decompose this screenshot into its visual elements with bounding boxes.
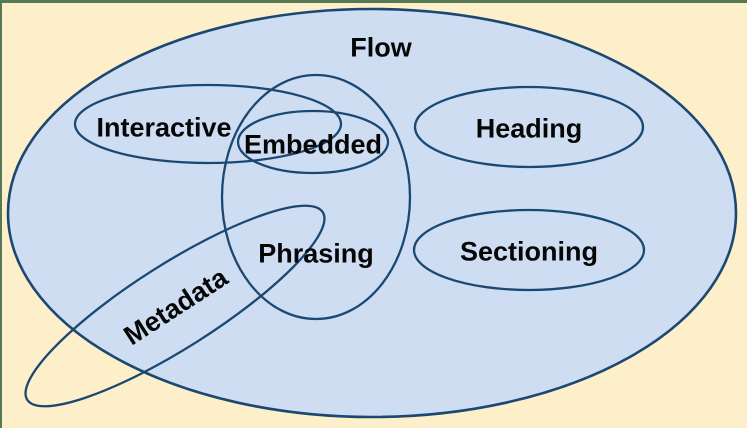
sectioning-set-ellipse	[412, 208, 646, 292]
label-phrasing: Phrasing	[258, 238, 374, 269]
label-embedded: Embedded	[243, 129, 383, 160]
label-interactive: Interactive	[96, 112, 232, 143]
label-sectioning: Sectioning	[459, 236, 599, 267]
interactive-set-ellipse	[73, 83, 343, 165]
phrasing-set-ellipse	[220, 73, 412, 321]
heading-set-ellipse	[413, 85, 645, 169]
label-flow: Flow	[350, 32, 412, 63]
label-heading: Heading	[475, 113, 583, 144]
embedded-set-ellipse	[236, 109, 390, 175]
flow-set-ellipse	[6, 7, 738, 419]
metadata-set-ellipse	[24, 204, 326, 408]
